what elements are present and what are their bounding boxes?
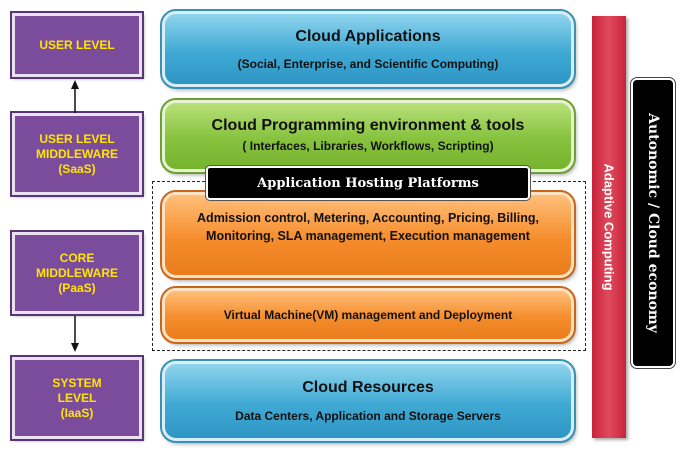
user-level-middleware-label: USER LEVEL MIDDLEWARE (SaaS): [36, 131, 118, 176]
arrow-up-icon: [71, 80, 79, 113]
vm-management-layer: Virtual Machine(VM) management and Deplo…: [160, 286, 576, 344]
hosting-platforms-bar: Application Hosting Platforms: [205, 165, 531, 201]
cloud-applications-subtitle: (Social, Enterprise, and Scientific Comp…: [237, 57, 499, 71]
cloud-applications-layer: Cloud Applications (Social, Enterprise, …: [160, 9, 576, 89]
user-level-box: USER LEVEL: [10, 11, 144, 79]
core-middleware-box: CORE MIDDLEWARE (PaaS): [10, 230, 144, 316]
hosting-platforms-label: Application Hosting Platforms: [257, 175, 479, 191]
adaptive-computing-label: Adaptive Computing: [601, 163, 617, 291]
arrow-down-icon: [71, 316, 79, 352]
system-level-box: SYSTEM LEVEL (IaaS): [10, 355, 144, 441]
autonomic-cloud-economy-bar: Autonomic / Cloud economy: [630, 77, 676, 369]
adaptive-computing-bar: Adaptive Computing: [592, 16, 626, 438]
admission-control-text: Admission control, Metering, Accounting,…: [197, 211, 539, 243]
programming-environment-title: Cloud Programming environment & tools: [211, 117, 525, 134]
core-middleware-label: CORE MIDDLEWARE (PaaS): [36, 250, 118, 295]
user-level-label: USER LEVEL: [39, 37, 115, 52]
system-level-label: SYSTEM LEVEL (IaaS): [52, 375, 102, 420]
cloud-applications-title: Cloud Applications: [295, 28, 441, 45]
cloud-resources-layer: Cloud Resources Data Centers, Applicatio…: [160, 359, 576, 443]
admission-control-layer: Admission control, Metering, Accounting,…: [160, 190, 576, 280]
cloud-resources-subtitle: Data Centers, Application and Storage Se…: [235, 409, 501, 423]
programming-environment-layer: Cloud Programming environment & tools ( …: [160, 98, 576, 174]
vm-management-text: Virtual Machine(VM) management and Deplo…: [223, 308, 513, 322]
programming-environment-subtitle: ( Interfaces, Libraries, Workflows, Scri…: [242, 139, 494, 153]
user-level-middleware-box: USER LEVEL MIDDLEWARE (SaaS): [10, 111, 144, 197]
cloud-resources-title: Cloud Resources: [302, 379, 434, 396]
autonomic-cloud-economy-label: Autonomic / Cloud economy: [645, 113, 661, 333]
